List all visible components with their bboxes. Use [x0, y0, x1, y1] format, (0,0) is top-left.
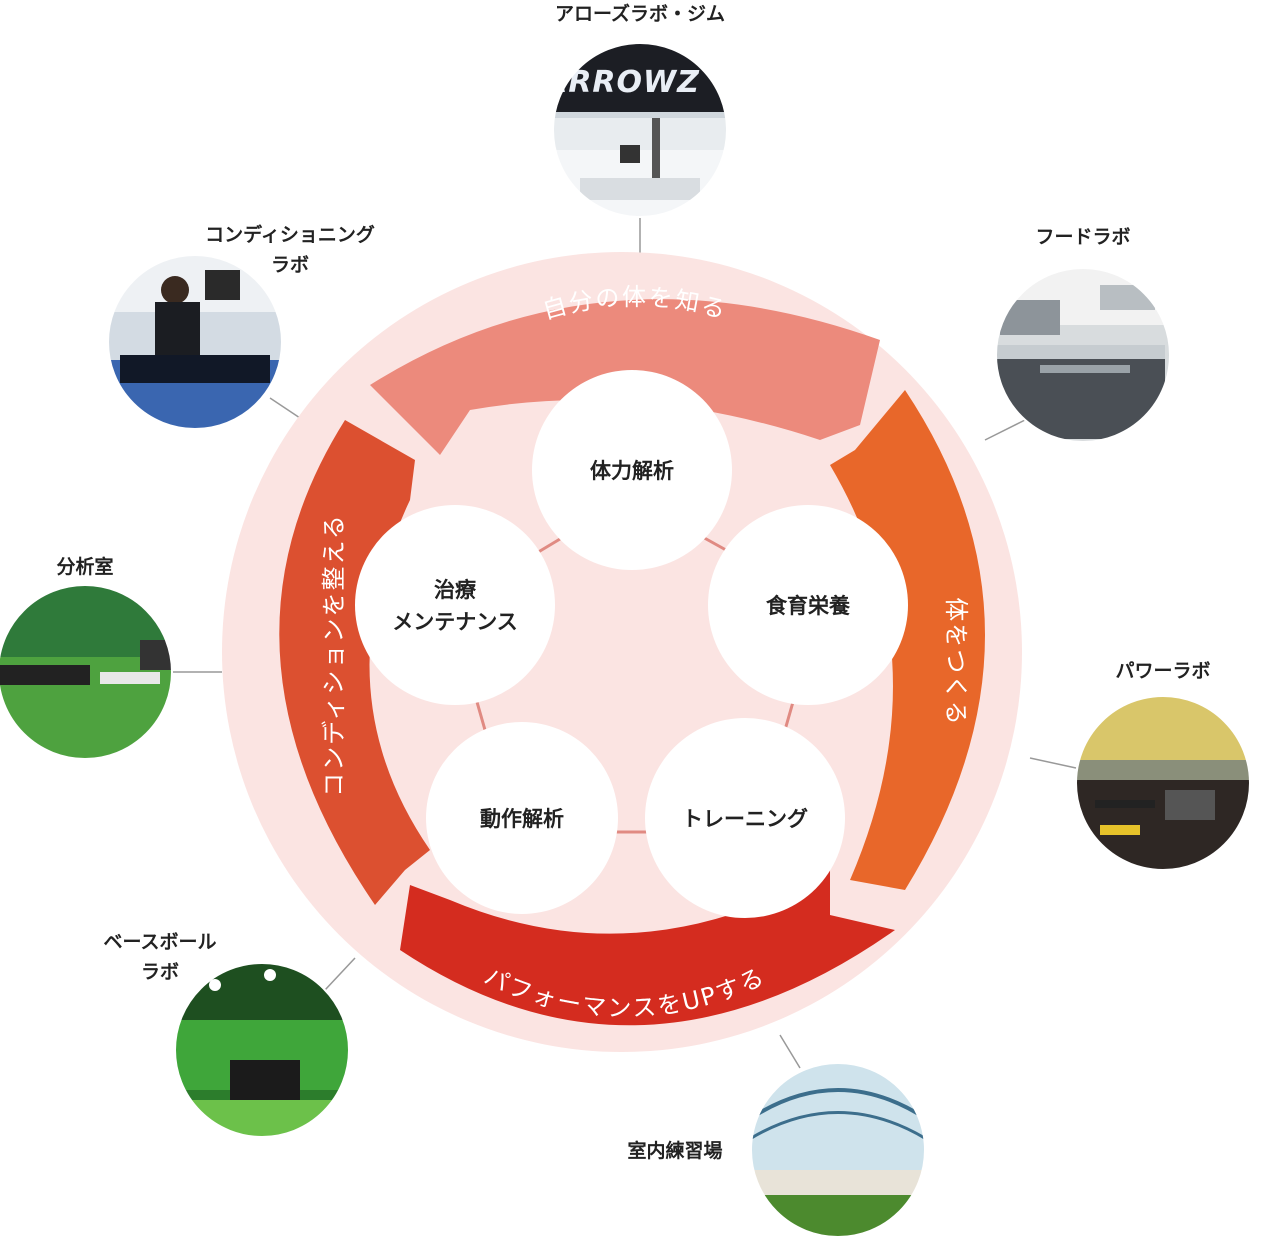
- inner-label-motion-analysis: 動作解析: [480, 807, 564, 831]
- photo-borders: [0, 42, 1251, 1238]
- label-baseball-lab-line1: ベースボール: [103, 931, 217, 953]
- label-conditioning-lab-line1: コンディショニング: [205, 224, 375, 246]
- label-arrowz-lab-gym: アローズラボ・ジム: [554, 3, 726, 25]
- inner-label-treatment-line2: メンテナンス: [392, 610, 518, 634]
- inner-label-nutrition: 食育栄養: [766, 594, 851, 618]
- photo-indoor-practice-field: [751, 1063, 925, 1237]
- inner-circle-physical-analysis: 体力解析: [532, 370, 732, 570]
- inner-circle-nutrition: 食育栄養: [708, 505, 908, 705]
- facility-connectors: [172, 217, 1077, 1069]
- inner-label-physical-analysis: 体力解析: [590, 459, 674, 483]
- photo-power-lab: [1076, 696, 1250, 870]
- label-indoor-practice-field: 室内練習場: [627, 1140, 723, 1162]
- arrow-left-label: コンディションを整える: [320, 513, 348, 797]
- label-food-lab: フードラボ: [1035, 226, 1131, 248]
- inner-label-training: トレーニング: [682, 807, 808, 831]
- inner-circle-training: トレーニング: [645, 718, 845, 918]
- photo-arrowz-lab-gym: ARROWZ: [542, 43, 727, 217]
- arrowz-logo: ARROWZ: [542, 65, 700, 100]
- label-baseball-lab-line2: ラボ: [140, 961, 179, 983]
- arrow-right: [830, 390, 985, 890]
- arrow-right-label: 体をつくる: [942, 597, 970, 727]
- photo-conditioning-lab: [108, 255, 282, 429]
- photo-baseball-lab: [175, 963, 349, 1137]
- label-conditioning-lab-line2: ラボ: [270, 254, 309, 276]
- inner-circle-motion-analysis: 動作解析: [426, 722, 618, 914]
- inner-label-treatment-line1: 治療: [434, 578, 477, 602]
- inner-circle-treatment: 治療 メンテナンス: [355, 505, 555, 705]
- label-power-lab: パワーラボ: [1115, 660, 1211, 682]
- label-analysis-room: 分析室: [56, 556, 114, 578]
